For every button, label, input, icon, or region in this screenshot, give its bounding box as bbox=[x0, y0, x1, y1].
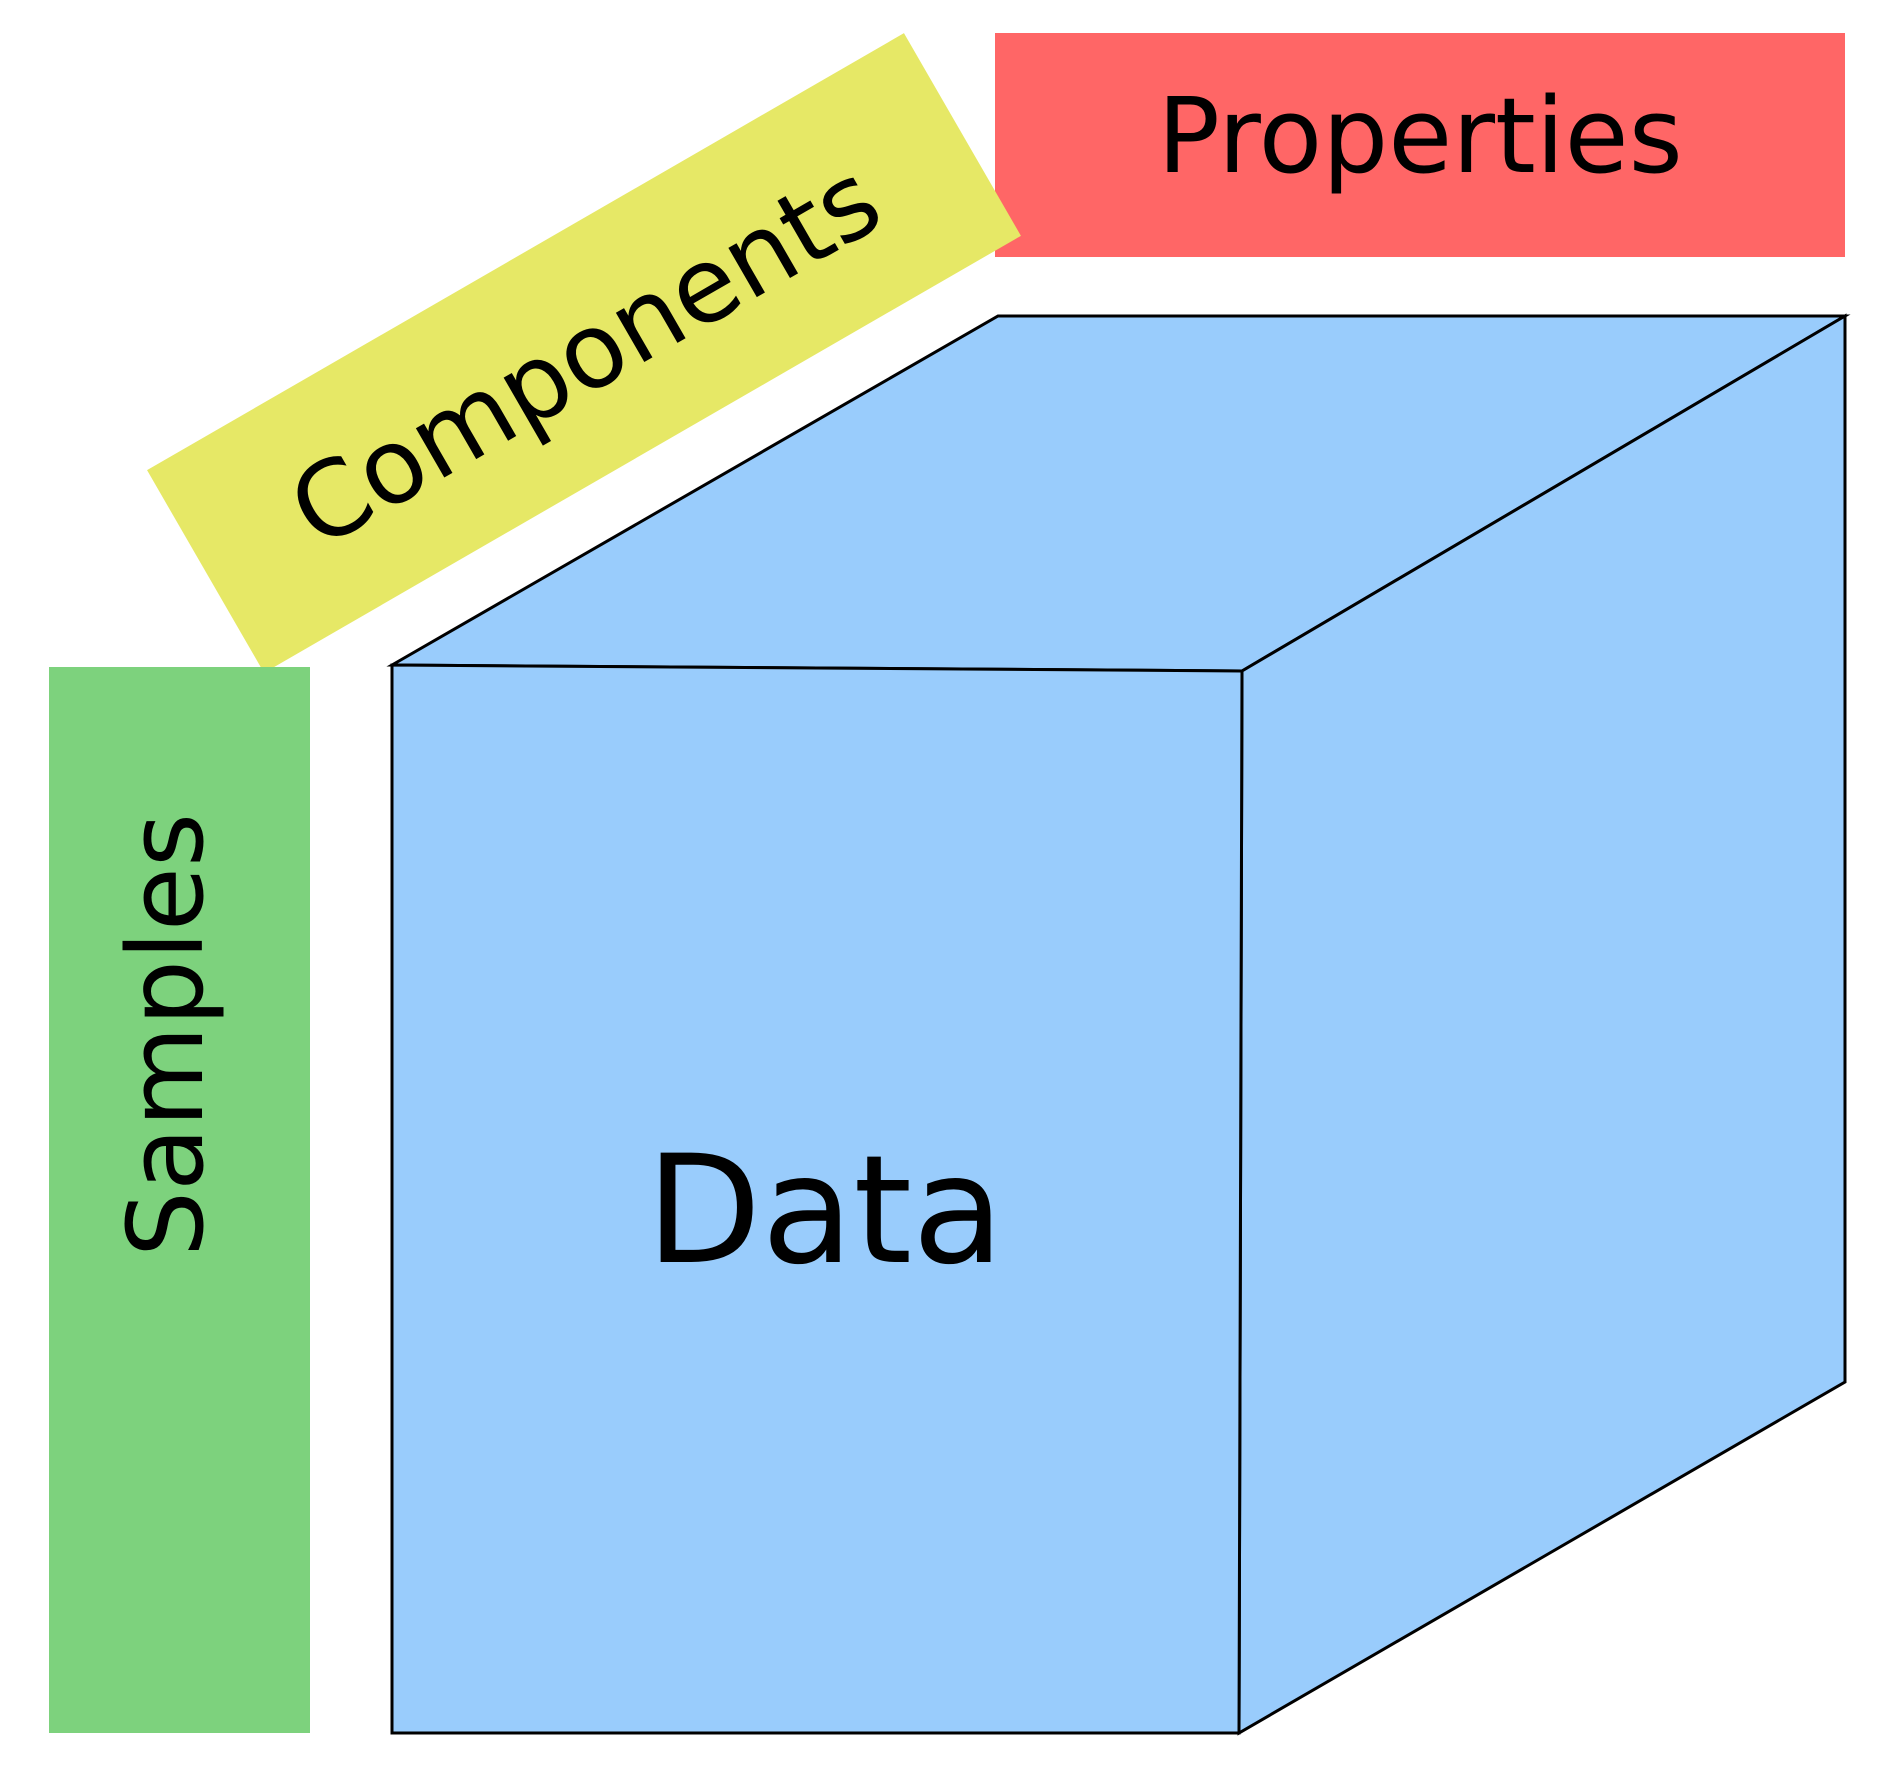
data-label: Data bbox=[646, 1124, 1004, 1298]
samples-label: Samples bbox=[105, 813, 227, 1257]
data-cube: Data bbox=[386, 313, 1851, 1736]
samples-box-background bbox=[49, 667, 310, 1733]
properties-box-background bbox=[995, 33, 1845, 257]
properties-box: Properties bbox=[995, 33, 1845, 257]
components-box-background bbox=[147, 33, 1021, 673]
properties-label: Properties bbox=[1157, 75, 1683, 197]
cube-front-face bbox=[390, 663, 1244, 1735]
samples-box: Samples bbox=[49, 667, 310, 1733]
